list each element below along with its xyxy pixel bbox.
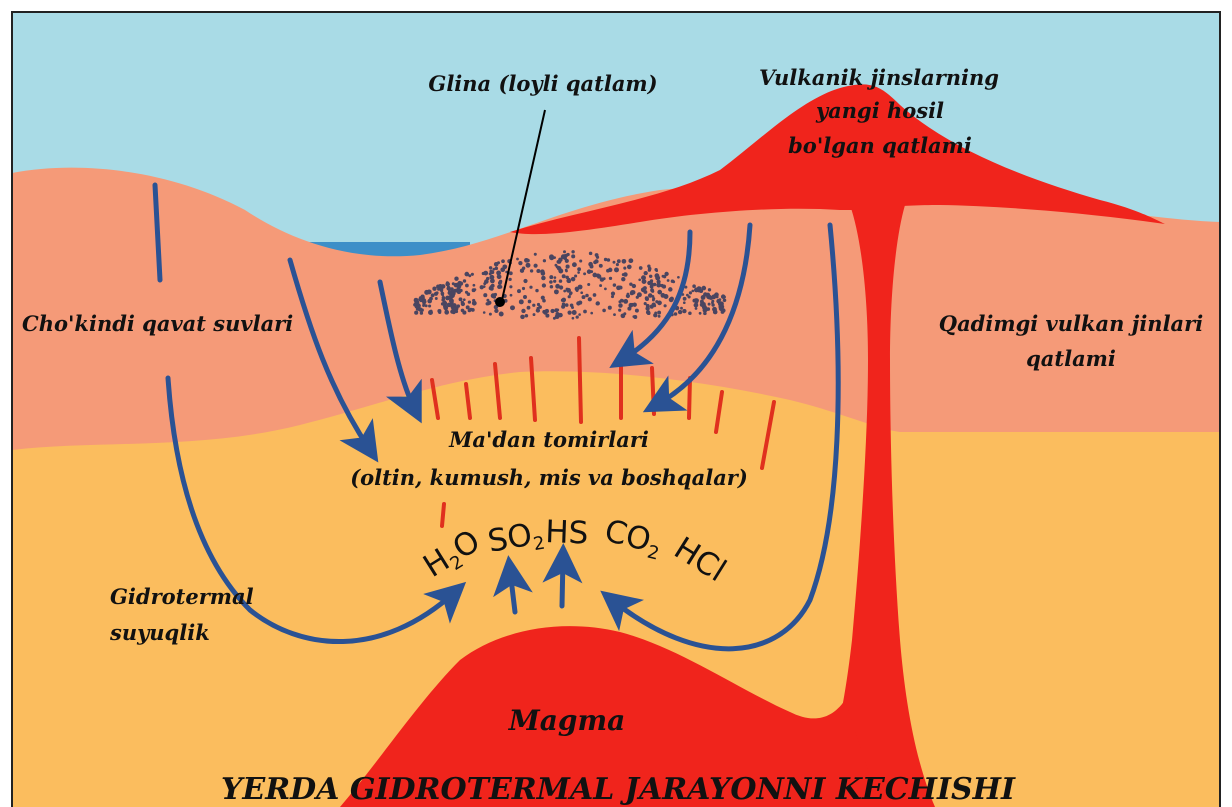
label-hydrothermal-line1: Gidrotermal xyxy=(110,584,254,609)
label-old-volcanic-line1: Qadimgi vulkan jinlari xyxy=(939,311,1203,336)
label-old-volcanic-line2: qatlami xyxy=(1026,346,1116,371)
gas-hs: HS xyxy=(545,514,589,551)
flow-arrow xyxy=(562,558,563,606)
label-clay: Glina (loyli qatlam) xyxy=(428,71,657,96)
label-new-volcanic-line2: yangi hosil xyxy=(815,98,944,123)
label-hydrothermal-line2: suyuqlik xyxy=(109,620,210,645)
clay-pointer-dot xyxy=(495,297,505,307)
label-ore-veins-line1: Ma'dan tomirlari xyxy=(448,427,649,452)
label-ore-veins-line2: (oltin, kumush, mis va boshqalar) xyxy=(350,465,748,490)
diagram-title: YERDA GIDROTERMAL JARAYONNI KECHISHI xyxy=(221,772,1016,807)
label-magma: Magma xyxy=(508,704,625,737)
label-new-volcanic-line1: Vulkanik jinslarning xyxy=(759,65,999,90)
label-new-volcanic-line3: bo'lgan qatlami xyxy=(788,133,972,158)
label-sediment-water: Cho'kindi qavat suvlari xyxy=(22,311,293,336)
